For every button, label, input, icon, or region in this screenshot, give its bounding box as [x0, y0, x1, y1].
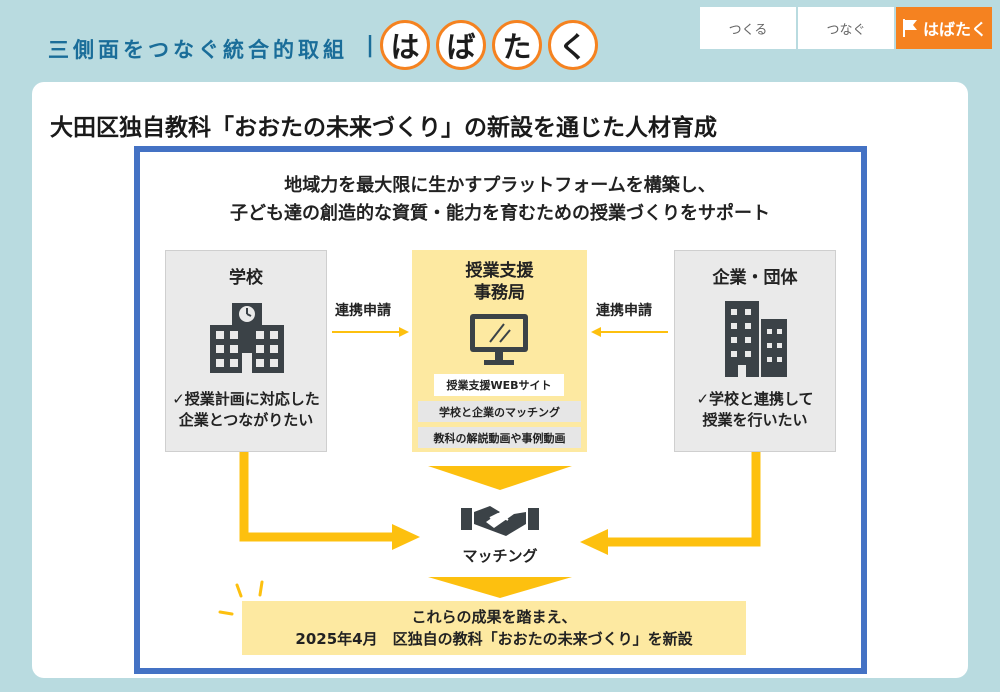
lead-line-2: 子ども達の創造的な資質・能力を育むための授業づくりをサポート: [230, 203, 770, 224]
school-title: 学校: [229, 268, 263, 288]
nav-tsukuru[interactable]: つくる: [700, 7, 796, 49]
matching-label: マッチング: [462, 547, 538, 565]
chevron-office-to-matching: [428, 466, 572, 490]
company-text-line-2: 授業を行いたい: [702, 411, 808, 429]
arrow-school-to-matching: [239, 452, 420, 550]
handshake-icon: [461, 506, 539, 536]
habataku-logo: は ば た く: [380, 18, 606, 74]
habataku-char-ta: た: [492, 20, 542, 70]
nav-habataku-label: はばたく: [922, 20, 987, 39]
arrow-right-label: 連携申請: [596, 303, 652, 319]
top-nav: つくる つなぐ はばたく: [700, 7, 994, 49]
flag-icon: [902, 19, 917, 37]
habataku-char-ku: く: [548, 20, 598, 70]
nav-tsunagu[interactable]: つなぐ: [798, 7, 894, 49]
arrow-company-to-office: [591, 327, 668, 337]
support-office-title: 授業支援 事務局: [412, 260, 587, 304]
arrow-school-to-office: [332, 327, 409, 337]
support-office-box: 授業支援 事務局 授業支援WEBサイト 学校と企業のマッチング 教科の解説動画や…: [412, 250, 587, 452]
company-title: 企業・団体: [712, 268, 798, 288]
result-box: これらの成果を踏まえ、 2025年4月 区独自の教科「おおたの未来づくり」を新設: [242, 601, 746, 655]
company-text: ✓学校と連携して 授業を行いたい: [675, 389, 835, 431]
school-text-line-1: ✓授業計画に対応した: [172, 390, 320, 408]
company-text-line-1: ✓学校と連携して: [696, 390, 814, 408]
company-box: 企業・団体 ✓学校と連携して 授業を行いたい: [674, 250, 836, 452]
nav-tsunagu-label: つなぐ: [826, 22, 866, 38]
result-line-1: これらの成果を踏まえ、: [411, 608, 577, 626]
chevron-matching-to-result: [428, 577, 572, 598]
page-title: 大田区独自教科「おおたの未来づくり」の新設を通じた人材育成: [50, 115, 717, 141]
nav-tsukuru-label: つくる: [728, 22, 768, 38]
school-box: 学校 ✓授業計画に対応した 企業とつながりたい: [165, 250, 327, 452]
diagram-lead: 地域力を最大限に生かすプラットフォームを構築し、 子ども達の創造的な資質・能力を…: [140, 172, 860, 228]
habataku-char-ha: は: [380, 20, 430, 70]
lead-line-1: 地域力を最大限に生かすプラットフォームを構築し、: [284, 175, 716, 196]
tag-video: 教科の解説動画や事例動画: [418, 427, 581, 448]
support-office-title-line-2: 事務局: [474, 283, 525, 303]
header-separator: |: [366, 33, 375, 58]
monitor-icon: [470, 314, 528, 365]
arrow-company-to-matching: [580, 452, 761, 555]
school-text: ✓授業計画に対応した 企業とつながりたい: [166, 389, 326, 431]
result-line-2: 2025年4月 区独自の教科「おおたの未来づくり」を新設: [295, 630, 693, 648]
office-building-icon: [725, 301, 787, 377]
habataku-char-ba: ば: [436, 20, 486, 70]
school-text-line-2: 企業とつながりたい: [178, 411, 314, 429]
school-building-icon: [210, 303, 284, 373]
support-office-title-line-1: 授業支援: [465, 261, 534, 281]
tag-web-site: 授業支援WEBサイト: [434, 374, 564, 396]
tag-matching: 学校と企業のマッチング: [418, 401, 581, 422]
header-title: 三側面をつなぐ統合的取組: [48, 38, 348, 62]
sparkle-decoration: [218, 580, 264, 616]
nav-habataku[interactable]: はばたく: [896, 7, 992, 49]
arrow-left-label: 連携申請: [335, 303, 391, 319]
